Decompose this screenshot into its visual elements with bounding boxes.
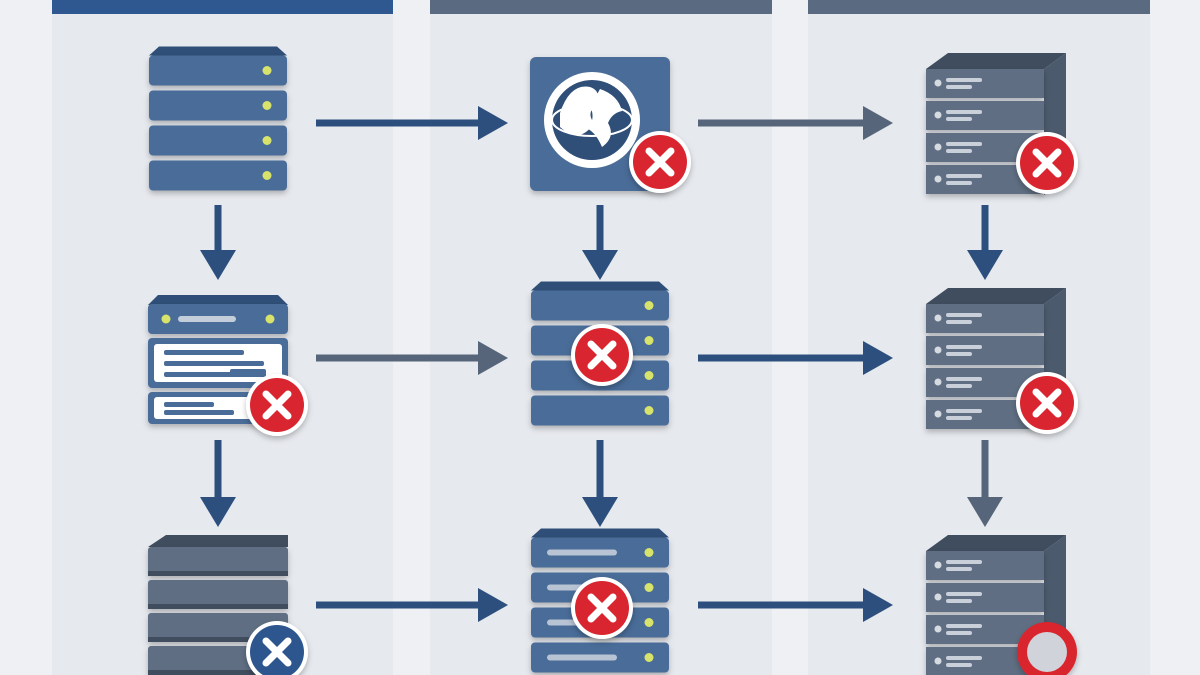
node-rack-server-c1r1 bbox=[531, 281, 669, 426]
flow-arrow-c0r1-c0r2 bbox=[200, 440, 236, 527]
status-led bbox=[644, 548, 654, 557]
flow-arrow-c1r1-c2r1 bbox=[698, 341, 893, 375]
node-rack-server-c0r0 bbox=[149, 46, 287, 191]
status-led bbox=[644, 618, 654, 627]
flow-arrow-c1r0-c1r1 bbox=[582, 205, 618, 280]
flow-arrow-c2r1-c2r2 bbox=[967, 440, 1003, 527]
status-led bbox=[644, 583, 654, 592]
status-led bbox=[644, 653, 654, 662]
column-header-bar-2 bbox=[430, 0, 772, 14]
column-header-bar-1 bbox=[52, 0, 393, 14]
status-led bbox=[262, 136, 272, 145]
status-led bbox=[262, 101, 272, 110]
error-x-icon bbox=[246, 621, 308, 675]
node-server-3d-c2r1 bbox=[926, 288, 1078, 434]
error-x-icon bbox=[629, 131, 691, 193]
status-led bbox=[644, 406, 654, 415]
flow-arrow-c0r2-c1r2 bbox=[316, 588, 508, 622]
status-led bbox=[644, 371, 654, 380]
flow-arrow-c0r1-c1r1 bbox=[316, 341, 508, 375]
column-header-bar-3 bbox=[808, 0, 1150, 14]
flow-arrow-c1r0-c2r0 bbox=[698, 106, 893, 140]
flow-arrow-c1r2-c2r2 bbox=[698, 588, 893, 622]
node-stack-server-c0r2 bbox=[148, 535, 308, 675]
node-rack-server-lines-c1r2 bbox=[531, 528, 669, 673]
error-x-icon bbox=[571, 577, 633, 639]
error-x-icon bbox=[1016, 132, 1078, 194]
flow-arrow-c2r0-c2r1 bbox=[967, 205, 1003, 280]
error-x-icon bbox=[1016, 372, 1078, 434]
status-led bbox=[262, 171, 272, 180]
status-led bbox=[644, 301, 654, 310]
flow-arrow-c1r1-c1r2 bbox=[582, 440, 618, 527]
node-web-server-c0r1 bbox=[148, 295, 308, 436]
flow-arrow-c0r0-c1r0 bbox=[316, 106, 508, 140]
node-server-3d-c2r2 bbox=[926, 535, 1077, 675]
node-dns-globe-c1r0 bbox=[530, 57, 691, 193]
error-x-icon bbox=[571, 324, 633, 386]
pending-status-icon bbox=[1017, 622, 1077, 675]
status-led bbox=[262, 66, 272, 75]
node-server-3d-c2r0 bbox=[926, 53, 1078, 195]
flow-arrow-c0r0-c0r1 bbox=[200, 205, 236, 280]
globe-icon bbox=[544, 72, 640, 168]
error-x-icon bbox=[246, 374, 308, 436]
status-led bbox=[644, 336, 654, 345]
